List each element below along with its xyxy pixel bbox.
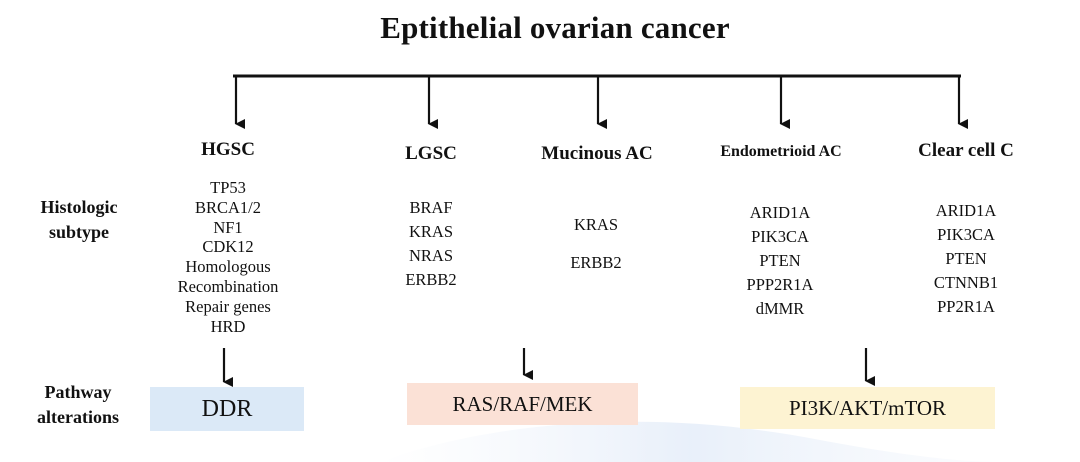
gene-item: ERBB2 xyxy=(570,253,622,272)
gene-item: HRD xyxy=(210,316,246,336)
gene-item: PIK3CA xyxy=(937,225,995,244)
gene-item: BRCA1/2 xyxy=(194,197,262,217)
gene-list-hgsc: TP53 BRCA1/2 NF1 CDK12 Homologous Recomb… xyxy=(178,178,279,336)
pathway-box-pi3k-akt-mtor: PI3K/AKT/mTOR xyxy=(740,387,995,429)
gene-list-mucinous-ac: KRAS ERBB2 xyxy=(570,206,621,282)
gene-item: ERBB2 xyxy=(405,270,457,289)
gene-item: PPP2R1A xyxy=(746,275,814,294)
row-label-histologic-subtype: Histologic subtype xyxy=(40,197,118,242)
subtype-mucinous-ac: Mucinous AC xyxy=(541,143,653,164)
subtype-lgsc: LGSC xyxy=(405,143,457,164)
subtype-hgsc: HGSC xyxy=(201,139,255,160)
gene-item: ARID1A xyxy=(935,201,997,220)
gene-item: ARID1A xyxy=(749,203,811,222)
gene-item: NRAS xyxy=(408,246,454,265)
gene-item: Repair genes xyxy=(185,296,271,316)
gene-item: TP53 xyxy=(210,178,246,197)
gene-item: CDK12 xyxy=(202,237,254,257)
gene-item: CTNNB1 xyxy=(933,273,999,292)
gene-item: Homologous xyxy=(185,257,271,277)
gene-item: PTEN xyxy=(945,249,987,268)
gene-item: BRAF xyxy=(409,198,453,217)
gene-item: Recombination xyxy=(177,276,279,296)
pathway-box-ddr: DDR xyxy=(150,387,304,431)
gene-list-endometrioid-ac: ARID1A PIK3CA PTEN PPP2R1A dMMR xyxy=(747,201,814,321)
gene-list-clear-cell-c: ARID1A PIK3CA PTEN CTNNB1 PP2R1A xyxy=(934,199,998,319)
subtype-endometrioid-ac: Endometrioid AC xyxy=(720,143,842,160)
gene-item: PIK3CA xyxy=(751,227,809,246)
gene-list-lgsc: BRAF KRAS NRAS ERBB2 xyxy=(405,196,456,292)
gene-item: PTEN xyxy=(759,251,801,270)
diagram-title: Eptithelial ovarian cancer xyxy=(380,10,730,45)
subtype-clear-cell-c: Clear cell C xyxy=(918,140,1014,161)
gene-item: NF1 xyxy=(213,217,243,237)
row-label-pathway-alterations: Pathway alterations xyxy=(37,382,119,427)
gene-item: PP2R1A xyxy=(937,297,995,316)
pathway-box-ras-raf-mek: RAS/RAF/MEK xyxy=(407,383,638,425)
gene-item: dMMR xyxy=(755,299,805,318)
gene-item: KRAS xyxy=(573,215,619,234)
gene-item: KRAS xyxy=(408,222,454,241)
